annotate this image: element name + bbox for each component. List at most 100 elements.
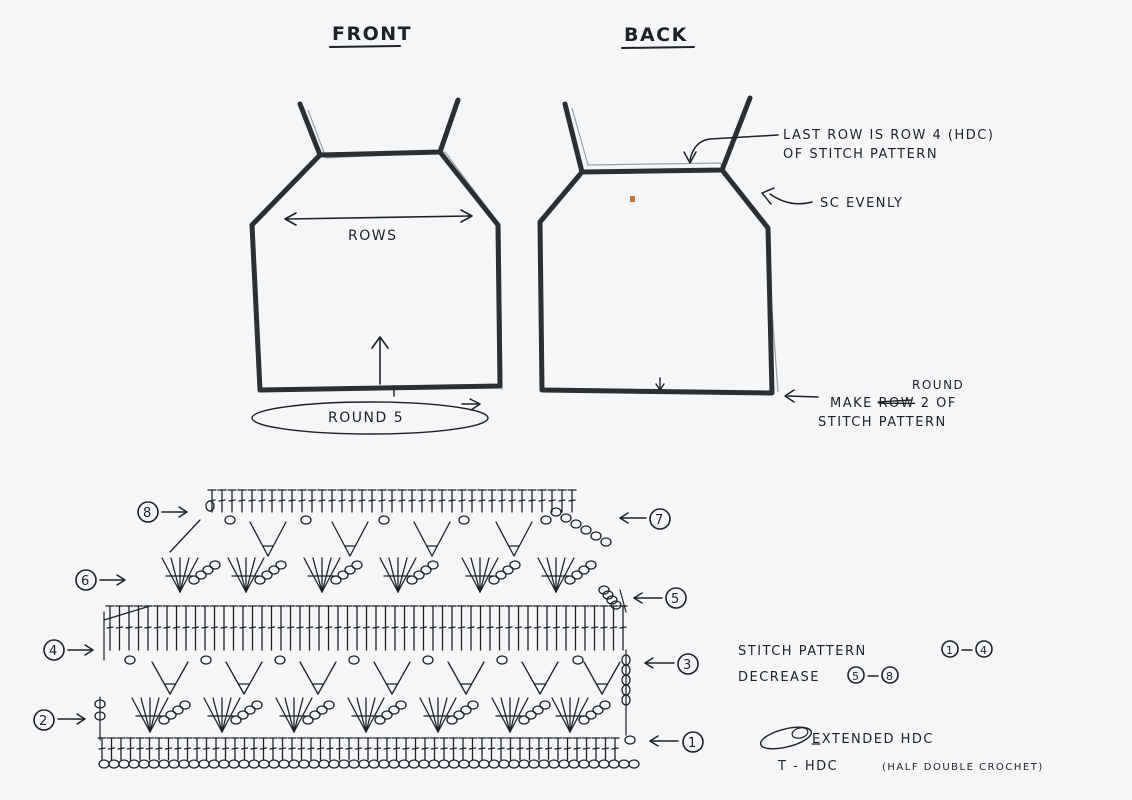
chain-oval xyxy=(388,705,400,715)
chain-oval xyxy=(528,759,540,769)
hdc-yarn-over xyxy=(558,499,566,502)
hdc-yarn-over xyxy=(145,747,154,750)
hdc-yarn-over xyxy=(305,626,314,629)
shell-stitch xyxy=(293,697,304,733)
chain-oval xyxy=(438,759,450,769)
chain-oval xyxy=(598,759,610,769)
hdc-yarn-over xyxy=(488,499,496,502)
hdc-yarn-over xyxy=(571,626,580,629)
hdc-yarn-over xyxy=(136,747,144,750)
shell-stitch xyxy=(321,557,332,593)
chain-oval xyxy=(413,570,425,580)
hdc-yarn-over xyxy=(107,747,116,750)
shell-stitch xyxy=(131,697,151,733)
chain-oval xyxy=(578,759,590,769)
shell-stitch xyxy=(275,697,295,733)
hdc-yarn-over xyxy=(315,626,323,629)
hdc-yarn-over xyxy=(548,499,556,502)
hdc-yarn-over xyxy=(298,499,306,502)
svg-text:1: 1 xyxy=(946,644,955,657)
hdc-yarn-over xyxy=(163,626,171,629)
hdc-yarn-over xyxy=(172,626,181,629)
hdc-yarn-over xyxy=(193,747,201,750)
hdc-yarn-over xyxy=(221,747,230,750)
v-stitch-right xyxy=(601,661,621,695)
shell-stitch xyxy=(491,697,511,733)
shell-row-2 xyxy=(94,697,611,733)
v-stitch-right xyxy=(317,661,337,695)
front-rows-label: ROWS xyxy=(348,228,397,244)
hdc-yarn-over xyxy=(552,626,561,629)
stitch-chart xyxy=(94,489,640,769)
chain-oval xyxy=(195,570,207,580)
hdc-yarn-over xyxy=(478,499,486,502)
decrease-slope xyxy=(169,519,201,553)
hdc-yarn-over xyxy=(457,626,466,629)
hdc-yarn-over xyxy=(486,626,494,629)
shell-stitch xyxy=(428,697,439,733)
stain-mark xyxy=(630,196,635,202)
v-stitch-right xyxy=(539,661,559,695)
shell-stitch xyxy=(509,697,520,733)
svg-text:4: 4 xyxy=(49,644,59,659)
shell-stitch xyxy=(149,697,169,733)
hdc-yarn-over xyxy=(487,747,496,750)
hdc-yarn-over xyxy=(381,626,390,629)
hdc-yarn-over xyxy=(476,626,485,629)
hdc-yarn-over xyxy=(378,499,386,502)
chain-oval xyxy=(309,710,321,720)
front-piece-outline xyxy=(249,97,503,435)
hdc-yarn-over xyxy=(438,626,447,629)
shell-stitch xyxy=(221,697,232,733)
heading-back: BACK xyxy=(621,24,695,49)
legend-decrease: DECREASE xyxy=(738,670,820,685)
shell-stitch xyxy=(365,697,376,733)
v-stitch-left xyxy=(225,661,245,695)
chain-oval xyxy=(323,700,335,710)
hdc-yarn-over xyxy=(228,499,236,502)
svg-text:4: 4 xyxy=(980,644,989,657)
hdc-yarn-over xyxy=(248,626,257,629)
hdc-yarn-over xyxy=(183,747,192,750)
chain-oval xyxy=(278,759,290,769)
hdc-yarn-over xyxy=(538,499,546,502)
chain-oval xyxy=(188,759,200,769)
shell-stitch xyxy=(179,557,190,593)
chain-oval xyxy=(496,655,508,665)
row-marker-2: 2 xyxy=(33,709,86,731)
legend: STITCH PATTERN 1 4 DECREASE 5 8 EXTENDED… xyxy=(738,640,1042,774)
make-row-label: MAKE ROW 2 OF xyxy=(830,396,957,411)
chain-oval xyxy=(418,759,430,769)
chain-oval xyxy=(548,759,560,769)
v-stitch-right xyxy=(243,661,263,695)
hdc-yarn-over xyxy=(335,747,344,750)
hdc-yarn-over xyxy=(449,747,458,750)
hdc-yarn-over xyxy=(563,747,572,750)
chain-oval xyxy=(509,560,521,570)
shell-stitch xyxy=(221,697,241,733)
hdc-yarn-over xyxy=(498,499,506,502)
hdc-yarn-over xyxy=(505,626,513,629)
v-stitch-right xyxy=(349,521,369,557)
shell-stitch xyxy=(388,557,399,593)
hdc-yarn-over xyxy=(288,747,296,750)
hdc-yarn-over xyxy=(288,499,296,502)
hdc-yarn-over xyxy=(212,747,220,750)
shell-stitch xyxy=(293,697,313,733)
chain-oval xyxy=(348,759,360,769)
hdc-yarn-over xyxy=(544,747,553,750)
hdc-yarn-over xyxy=(164,747,173,750)
chain-oval xyxy=(268,759,280,769)
chain-oval xyxy=(610,600,622,610)
legend-extended-hdc-label: EXTENDED HDC xyxy=(812,732,934,747)
chain-oval xyxy=(178,759,190,769)
v-stitch-right xyxy=(465,661,485,695)
hdc-yarn-over xyxy=(392,747,401,750)
hdc-yarn-over xyxy=(126,747,135,750)
hdc-yarn-over xyxy=(326,747,334,750)
chain-oval xyxy=(478,759,490,769)
hdc-yarn-over xyxy=(535,747,543,750)
shell-stitch xyxy=(312,557,323,593)
chain-oval xyxy=(261,570,273,580)
chain-oval xyxy=(202,565,214,575)
